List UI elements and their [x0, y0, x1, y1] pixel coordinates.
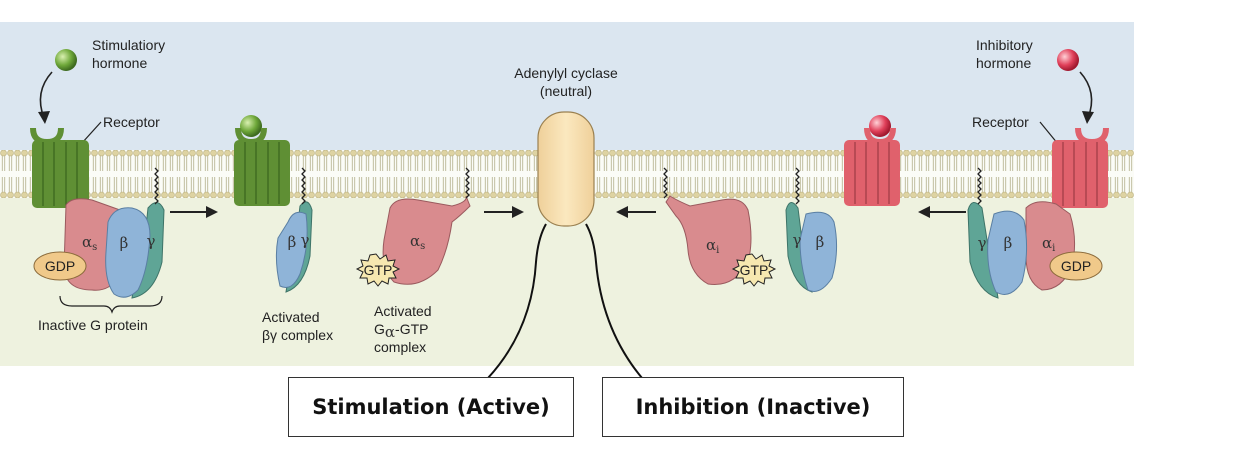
inhibitory-hormone-icon	[1057, 49, 1079, 71]
inactive-g-brace	[59, 295, 163, 314]
gdp-right-label: GDP	[1061, 258, 1091, 274]
stimulation-box: Stimulation (Active)	[288, 377, 574, 437]
lipid-anchor-ga	[465, 167, 470, 199]
stimulatory-hormone-icon	[55, 49, 77, 71]
beta-subunit-activated	[275, 211, 308, 288]
adenylyl-label-2: (neutral)	[540, 83, 592, 99]
beta-left-label: β	[120, 234, 129, 252]
stimulatory-hormone-label-1: Stimulatiory	[92, 37, 165, 53]
beta-right-activated-label: β	[816, 233, 825, 251]
inhibitory-hormone-label-2: hormone	[976, 55, 1031, 71]
beta-subunit-left	[105, 207, 151, 298]
adenylyl-label-1: Adenylyl cyclase	[514, 65, 618, 81]
gamma-right-label: γ	[978, 234, 987, 252]
alpha-i-right-label: αi	[1042, 234, 1055, 254]
arrow-4-head	[918, 206, 930, 218]
beta-activated-label: β	[288, 233, 297, 251]
alpha-s-left-label: αs	[82, 233, 97, 253]
gtp-starburst-right-icon	[731, 253, 777, 287]
gtp-left-label: GTP	[364, 262, 393, 278]
gamma-left-label: γ	[147, 232, 156, 250]
inhibitory-receptor-right	[1052, 127, 1109, 208]
lipid-anchor-right	[977, 167, 982, 205]
alpha-i-gtp-label: αi	[706, 236, 719, 256]
beta-subunit-right	[987, 210, 1028, 295]
gamma-right-activated-label: γ	[793, 231, 802, 249]
alpha-s-gtp-label: αs	[410, 232, 425, 252]
inactive-g-label: Inactive G protein	[38, 317, 148, 333]
stimulatory-receptor-left	[30, 127, 89, 208]
activated-bg-label-2: βγ complex	[262, 327, 333, 343]
hormone-arrowhead-left-icon	[38, 111, 50, 124]
arrow-3-head	[616, 206, 628, 218]
inhibitory-receptor-activated	[844, 127, 900, 206]
activated-ga-label-3: complex	[374, 339, 426, 355]
activated-ga-label-2: Gα-GTP	[374, 321, 428, 341]
gdp-left-icon	[33, 251, 87, 281]
bound-inhibitory-hormone-icon	[869, 115, 891, 137]
stimulatory-hormone-label-2: hormone	[92, 55, 147, 71]
gdp-left-label: GDP	[45, 258, 75, 274]
activated-bg-label-1: Activated	[262, 309, 320, 325]
lipid-anchor-gai	[663, 167, 668, 199]
lipid-anchor-bg	[301, 167, 306, 205]
connector-stimulation	[487, 223, 547, 379]
receptor-left-label: Receptor	[103, 114, 160, 130]
inhibition-box: Inhibition (Inactive)	[602, 377, 904, 437]
receptor-left-pointer	[81, 121, 102, 144]
lipid-anchor-left	[154, 167, 159, 205]
stimulatory-receptor-activated	[234, 127, 290, 206]
lipid-anchor-bg-right	[795, 167, 800, 205]
receptor-right-pointer	[1039, 121, 1059, 145]
arrow-1-head	[206, 206, 218, 218]
beta-subunit-right-activated	[799, 211, 838, 292]
alpha-s-gtp-subunit	[382, 195, 471, 285]
hormone-arrowhead-right-icon	[1082, 111, 1094, 124]
gtp-right-label: GTP	[740, 262, 769, 278]
adenylyl-cyclase	[537, 111, 595, 227]
gdp-right-icon	[1049, 251, 1103, 281]
activated-ga-label-1: Activated	[374, 303, 432, 319]
beta-right-label: β	[1004, 234, 1013, 252]
connector-inhibition	[585, 223, 643, 379]
arrow-2-head	[512, 206, 524, 218]
bound-stimulatory-hormone-icon	[240, 115, 262, 137]
gtp-starburst-left-icon	[355, 253, 401, 287]
gamma-activated-label: γ	[301, 231, 310, 249]
receptor-right-label: Receptor	[972, 114, 1029, 130]
inhibitory-hormone-label-1: Inhibitory	[976, 37, 1033, 53]
